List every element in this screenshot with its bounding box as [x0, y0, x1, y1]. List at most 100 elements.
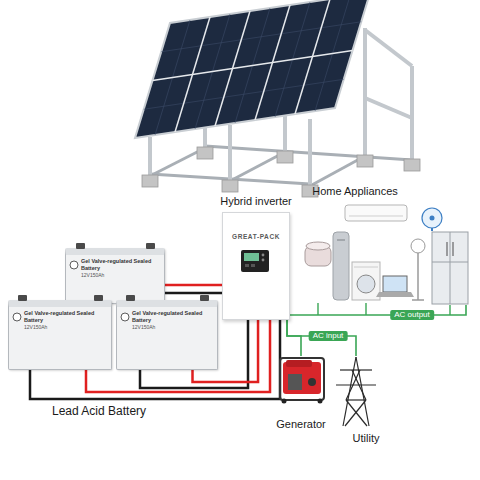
washing-machine	[354, 267, 378, 268]
transmission-tower	[346, 370, 360, 400]
component-label: Generator	[260, 418, 342, 430]
inverter-display	[251, 264, 255, 267]
battery-terminal	[18, 243, 209, 301]
concrete-block	[277, 151, 293, 163]
laptop	[383, 276, 407, 292]
standing-fan	[411, 239, 425, 253]
battery-model: Gel Valve-regulated Sealed Battery	[132, 310, 214, 323]
solar-panel	[161, 22, 361, 52]
battery-terminal	[18, 295, 27, 301]
ac-output-tick	[365, 303, 366, 315]
mount-front-post	[228, 125, 232, 181]
refrigerator	[446, 242, 447, 256]
inverter-display	[241, 250, 269, 272]
battery-model: Gel Valve-regulated Sealed Battery	[24, 310, 108, 323]
generator-icon	[283, 362, 321, 394]
desk-fan	[422, 208, 442, 231]
desk-fan	[422, 208, 442, 228]
air-conditioner	[345, 205, 407, 221]
mount-back-post	[363, 28, 367, 156]
laptop	[376, 292, 414, 297]
group-heading: Home Appliances	[278, 185, 432, 197]
battery-rating: 12V150Ah	[132, 324, 214, 330]
solar-panel	[153, 51, 353, 81]
standing-fan	[412, 299, 424, 301]
ac-output-line	[290, 305, 466, 315]
standing-fan	[411, 239, 425, 300]
refrigerator	[432, 232, 468, 304]
mount-back-post	[365, 30, 412, 66]
mount-back-post	[410, 66, 414, 160]
solar-panel	[144, 0, 362, 135]
mount-front-post	[148, 137, 152, 176]
transmission-tower	[352, 370, 366, 400]
rice-cooker	[306, 242, 330, 250]
hybrid-inverter: Hybrid inverterGREAT-PACK	[222, 212, 290, 320]
generator-icon	[280, 358, 324, 404]
battery-rating: 12V150Ah	[24, 324, 108, 330]
rice-cooker	[305, 242, 331, 266]
battery-unit: Gel Valve-regulated Sealed Battery12V150…	[8, 300, 112, 370]
appliance-group: Home Appliances	[298, 183, 472, 305]
ac-input-line	[287, 320, 356, 356]
concrete-block	[142, 175, 158, 187]
transmission-tower	[346, 399, 366, 400]
refrigerator	[452, 242, 453, 256]
transmission-tower	[343, 357, 356, 426]
mount-ground-beam	[150, 146, 412, 186]
solar-panel	[135, 0, 370, 138]
mount-back-post	[365, 98, 412, 118]
ac-output-tick	[317, 303, 318, 315]
washing-machine	[357, 275, 375, 293]
refrigerator	[450, 232, 451, 304]
transmission-tower	[336, 357, 376, 426]
refrigerator	[432, 262, 468, 263]
battery-logo	[70, 261, 78, 269]
washing-machine	[352, 262, 380, 300]
generator-icon	[286, 360, 312, 367]
generator-icon	[318, 399, 323, 404]
solar-panel	[135, 0, 370, 138]
edge-label: AC output	[390, 310, 434, 320]
inverter-display	[245, 264, 249, 267]
tower-heater	[333, 232, 349, 300]
solar-panel	[144, 79, 344, 109]
transmission-tower	[346, 400, 367, 426]
concrete-block	[197, 147, 213, 159]
component-label: Hybrid inverter	[193, 195, 319, 207]
solar-panel	[153, 0, 353, 132]
generator-unit: Generator	[270, 356, 332, 430]
transmission-tower	[356, 357, 369, 426]
generator-icon	[282, 399, 287, 404]
battery-terminal	[126, 295, 135, 301]
battery-terminal	[146, 243, 155, 249]
dc-wire	[165, 284, 222, 287]
ac-input-line	[287, 320, 301, 356]
battery-logo	[121, 313, 129, 321]
group-label: Lead Acid Battery	[52, 404, 146, 418]
rice-cooker	[305, 246, 331, 266]
edge-label: AC input	[309, 331, 348, 341]
tower-heater	[337, 240, 345, 241]
desk-fan	[430, 216, 435, 221]
brand-name: GREAT-PACK	[223, 233, 289, 240]
battery-rating: 12V150Ah	[81, 272, 161, 278]
concrete-block	[142, 175, 318, 197]
laptop	[376, 276, 414, 297]
washing-machine	[352, 262, 380, 300]
inverter-display	[241, 250, 269, 272]
air-conditioner	[345, 205, 407, 221]
concrete-block	[404, 159, 420, 171]
transmission-tower	[340, 369, 372, 370]
standing-fan	[417, 252, 419, 300]
tower-heater	[333, 232, 349, 300]
mount-front-post	[150, 119, 310, 186]
generator-icon	[280, 358, 324, 400]
inverter-display	[262, 259, 265, 262]
battery-terminal	[76, 243, 85, 249]
battery-terminal	[94, 295, 103, 301]
concrete-block	[222, 180, 238, 192]
generator-icon	[308, 378, 316, 386]
utility-grid: Utility	[336, 356, 376, 444]
